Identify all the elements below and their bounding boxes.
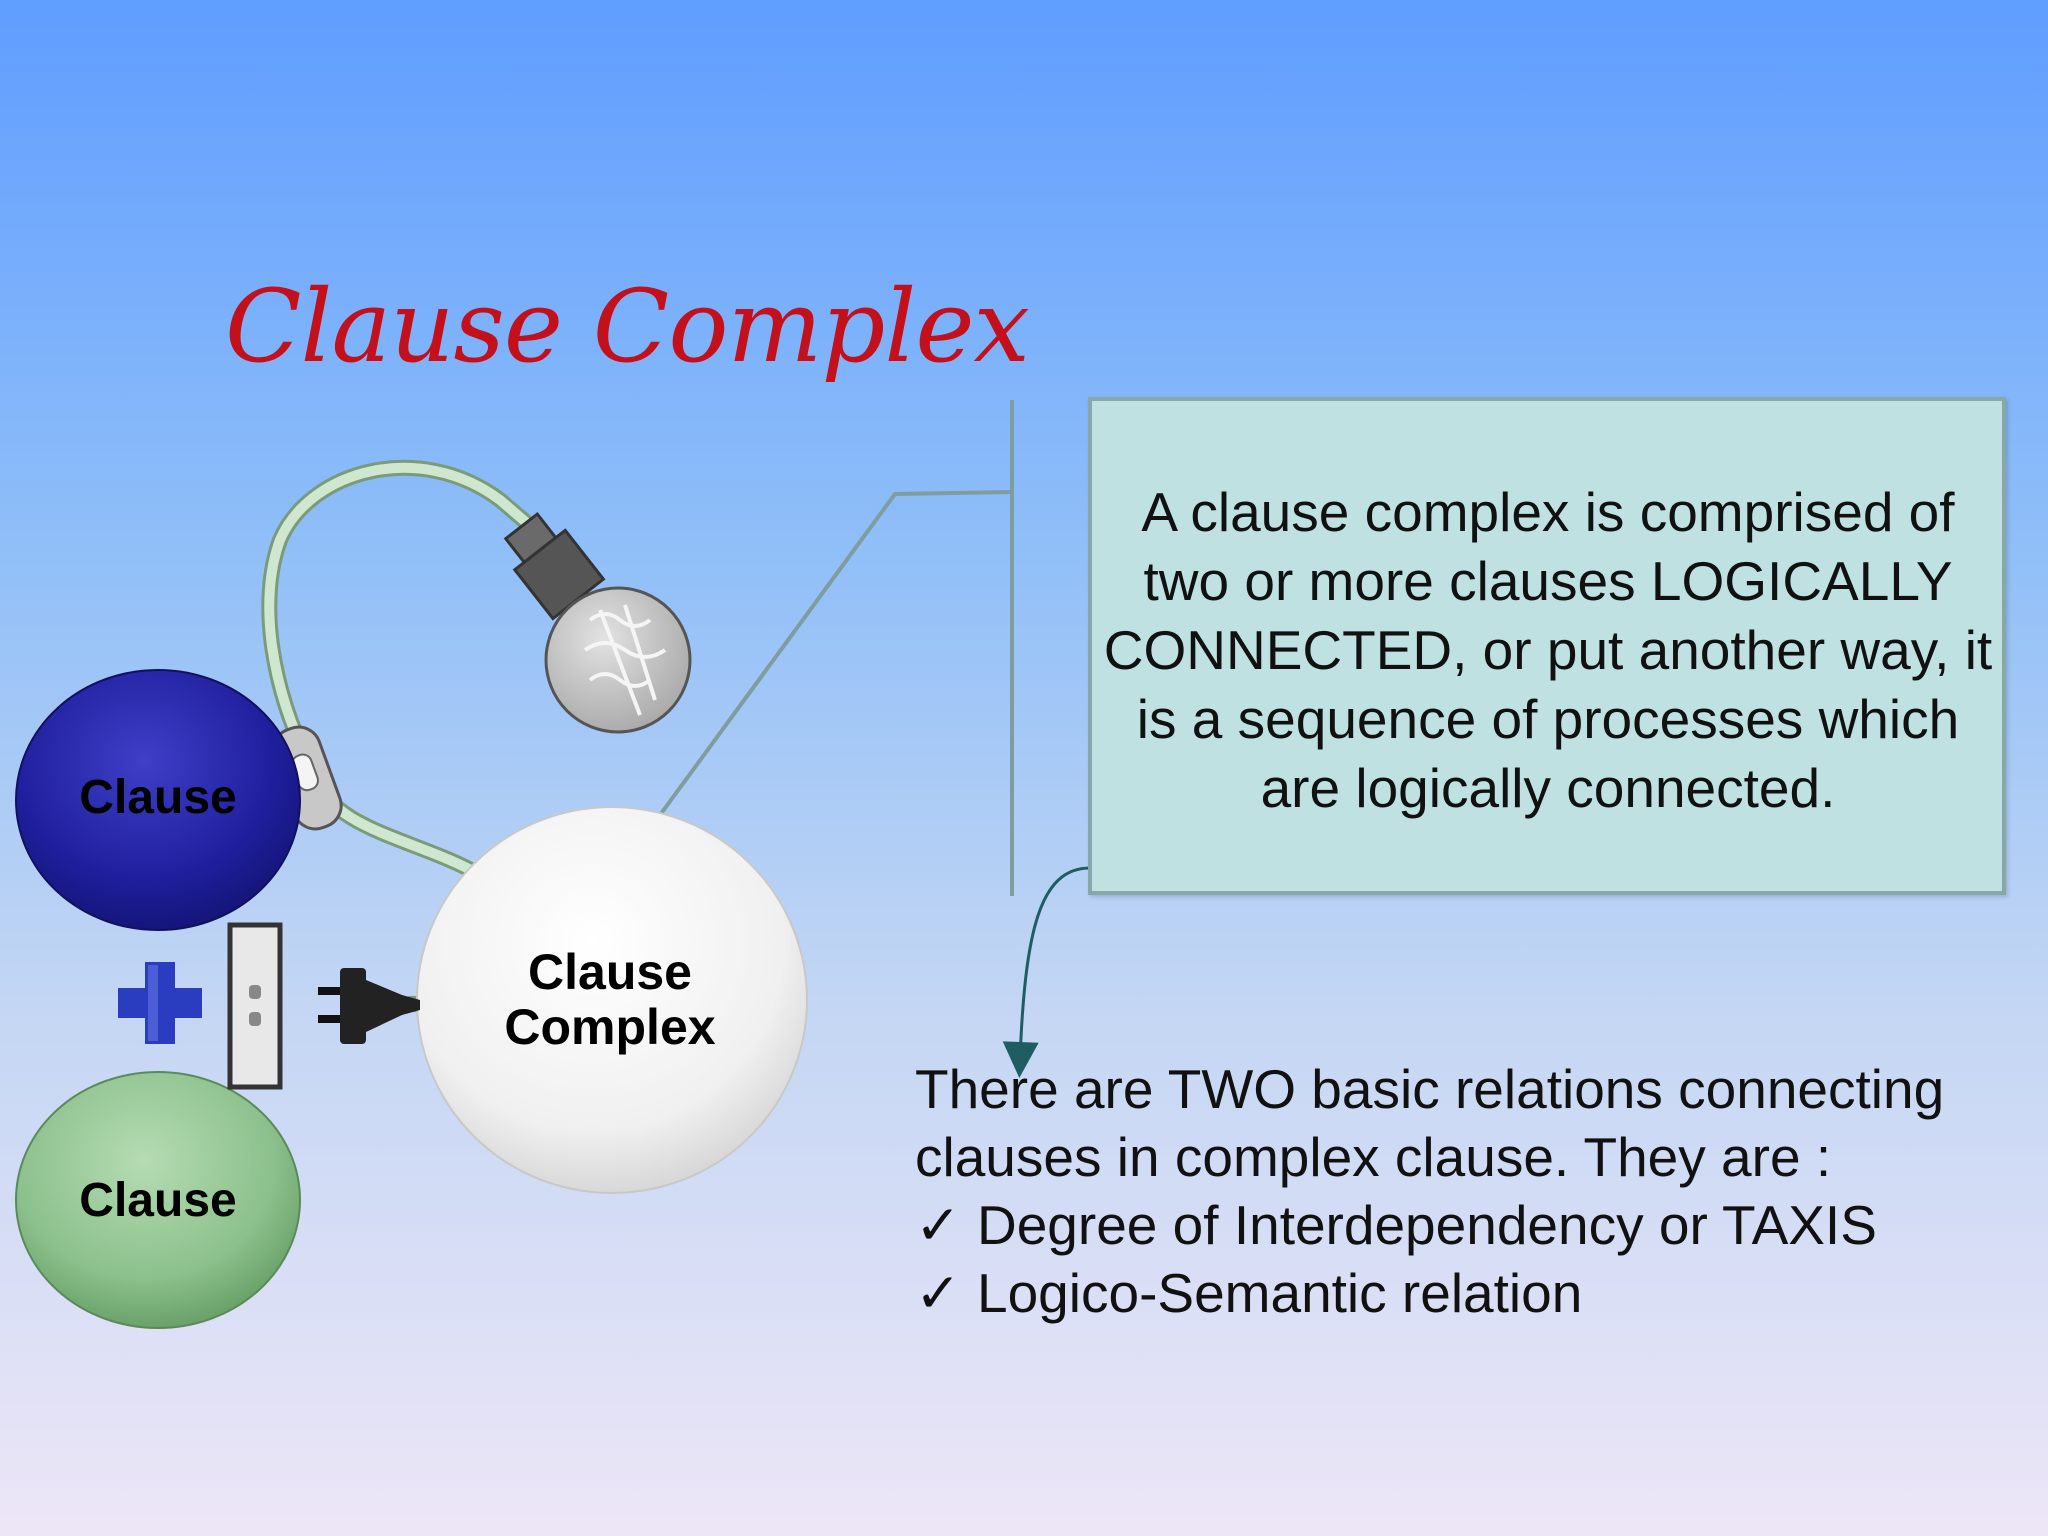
relations-item-label: Degree of Interdependency or TAXIS xyxy=(977,1194,1877,1256)
slide-title: Clause Complex xyxy=(225,268,1030,385)
checkmark-icon: ✓ xyxy=(915,1194,962,1256)
clause-complex-label: Clause Complex xyxy=(504,944,716,1055)
relations-intro-line-1: There are TWO basic relations connecting xyxy=(915,1058,1945,1120)
clause-top-circle xyxy=(15,669,301,931)
clause-bottom-label: Clause xyxy=(79,1174,237,1227)
power-socket-icon xyxy=(227,922,283,1090)
light-bulb-icon xyxy=(503,511,692,734)
relations-block: There are TWO basic relations connecting… xyxy=(915,1055,2025,1327)
relations-intro-line-2: clauses in complex clause. They are : xyxy=(915,1126,1832,1188)
definition-box xyxy=(1088,397,2006,895)
clause-bottom-circle xyxy=(15,1071,301,1329)
clause-top-label: Clause xyxy=(79,771,237,824)
callout-connector xyxy=(658,400,1014,896)
relations-list-item: ✓Logico-Semantic relation xyxy=(915,1259,2025,1327)
relations-list: ✓Degree of Interdependency or TAXIS ✓Log… xyxy=(915,1191,2025,1327)
relations-list-item: ✓Degree of Interdependency or TAXIS xyxy=(915,1191,2025,1259)
checkmark-icon: ✓ xyxy=(915,1262,962,1324)
definition-text: A clause complex is comprised of two or … xyxy=(1103,481,1993,819)
plus-icon xyxy=(118,962,202,1044)
relations-item-label: Logico-Semantic relation xyxy=(977,1262,1583,1324)
power-plug-icon xyxy=(318,968,420,1044)
